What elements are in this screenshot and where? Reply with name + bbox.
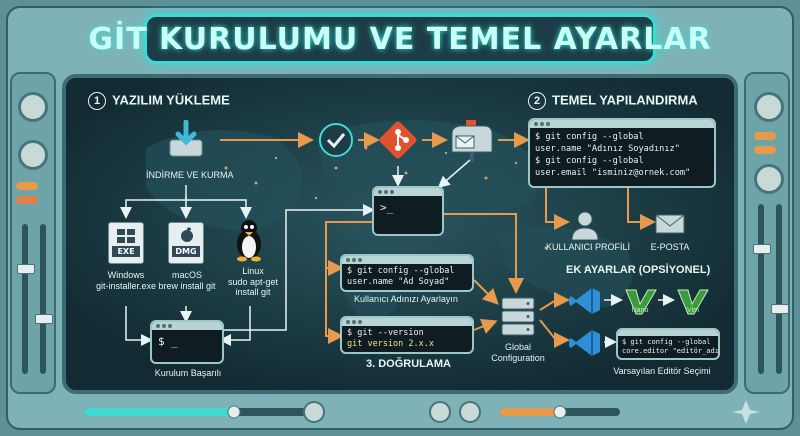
exe-badge: EXE <box>112 246 140 257</box>
right-control-panel <box>744 72 790 394</box>
mailbox-icon <box>451 120 493 162</box>
main-terminal-prompt: >_ <box>380 201 394 214</box>
name-terminal-titlebar <box>342 256 472 264</box>
download-icon <box>169 120 203 157</box>
windows-label: Windows git-installer.exe <box>78 270 174 292</box>
windows-line-2: git-installer.exe <box>95 281 157 291</box>
left-slider-1-thumb[interactable] <box>17 264 35 274</box>
macos-dmg-icon: DMG <box>168 222 204 264</box>
config-line-3: $ git config --global <box>535 156 644 166</box>
left-control-panel <box>10 72 56 394</box>
user-profile-icon <box>571 211 599 240</box>
right-led-2 <box>754 146 776 154</box>
macos-label: macOS brew install git <box>146 270 228 292</box>
config-terminal-titlebar <box>530 120 714 128</box>
editor-terminal-line-1: $ git config --global <box>622 338 711 346</box>
install-terminal-titlebar <box>152 322 222 330</box>
left-slider-1-track <box>22 224 28 374</box>
global-config-line-1: Global <box>504 342 531 352</box>
nano-small-label: Nano <box>631 307 649 314</box>
email-label: E-POSTA <box>650 242 690 252</box>
profile-label: KULLANICI PROFİLİ <box>545 242 631 252</box>
config-line-1: $ git config --global <box>535 132 644 142</box>
right-knob-top[interactable] <box>754 92 784 122</box>
left-led-1 <box>16 182 38 190</box>
linux-penguin-icon <box>237 220 261 262</box>
macos-line-2: brew install git <box>158 281 216 291</box>
install-success-label: Kurulum Başarılı <box>154 368 222 378</box>
section-3-heading: 3. DOĞRULAMA <box>366 358 451 370</box>
right-slider-2-track <box>776 204 782 374</box>
right-slider-1-thumb[interactable] <box>753 244 771 254</box>
editor-terminal: $ git config --global core.editor "editö… <box>616 328 720 360</box>
check-icon <box>319 123 353 157</box>
editor-terminal-line-2: core.editor "editör_adı" <box>622 347 720 355</box>
section-1-label: YAZILIM YÜKLEME <box>112 92 230 108</box>
windows-logo-icon <box>117 229 135 243</box>
linux-line-2: sudo apt-get <box>227 276 279 287</box>
section-2-label: TEMEL YAPILANDIRMA <box>552 92 698 108</box>
page-title: GİT KURULUMU VE TEMEL AYARLAR <box>88 21 712 57</box>
main-terminal-titlebar <box>374 188 442 196</box>
windows-exe-icon: EXE <box>108 222 144 264</box>
version-terminal-line-1: $ git --version <box>347 328 424 338</box>
main-terminal: >_ <box>372 186 444 236</box>
right-slider-1-track <box>758 204 764 374</box>
title-plate: GİT KURULUMU VE TEMEL AYARLAR <box>88 14 711 64</box>
section-2-number: 2 <box>528 92 546 110</box>
left-knob-top[interactable] <box>18 92 48 122</box>
vim-icon <box>677 289 709 315</box>
section-1-number: 1 <box>88 92 106 110</box>
version-terminal: $ git --version git version 2.x.x <box>340 316 474 354</box>
version-terminal-line-2: git version 2.x.x <box>347 339 434 349</box>
left-knob-middle[interactable] <box>18 140 48 170</box>
right-knob-middle[interactable] <box>754 164 784 194</box>
dmg-badge: DMG <box>172 246 200 257</box>
apple-logo-icon <box>181 227 193 242</box>
global-config-label: Global Configuration <box>480 342 556 364</box>
vim-nano-icon <box>625 289 657 315</box>
server-stack-icon <box>501 297 535 336</box>
name-terminal-line-2: user.name "Ad Soyad" <box>347 277 450 287</box>
macos-line-1: macOS <box>171 270 202 280</box>
linux-label: Linux sudo apt-get install git <box>220 266 286 298</box>
editor-choice-label: Varsayılan Editör Seçimi <box>613 366 711 376</box>
extra-settings-heading: EK AYARLAR (OPSİYONEL) <box>566 264 711 276</box>
vscode-icon-bottom <box>569 330 600 356</box>
name-config-terminal: $ git config --global user.name "Ad Soya… <box>340 254 474 292</box>
left-slider-2-thumb[interactable] <box>35 314 53 324</box>
editor-terminal-titlebar <box>618 330 718 336</box>
email-icon <box>655 214 685 234</box>
vscode-icon-top <box>569 288 600 314</box>
linux-line-1: Linux <box>242 266 264 276</box>
section-1-heading: 1 YAZILIM YÜKLEME <box>88 92 230 110</box>
name-terminal-label: Kullanıcı Adınızı Ayarlayın <box>354 294 458 304</box>
left-led-2 <box>16 196 38 204</box>
config-terminal: $ git config --global user.name "Adınız … <box>528 118 716 188</box>
name-terminal-line-1: $ git config --global <box>347 266 455 276</box>
linux-line-3: install git <box>235 287 271 297</box>
config-line-2: user.name "Adınız Soyadınız" <box>535 144 680 154</box>
section-2-heading: 2 TEMEL YAPILANDIRMA <box>528 92 698 110</box>
global-config-line-2: Configuration <box>491 353 545 363</box>
vim-small-label: Vim <box>687 307 699 314</box>
windows-line-1: Windows <box>107 270 145 280</box>
config-line-4: user.email "isminiz@ornek.com" <box>535 168 691 178</box>
install-terminal-prompt: $ _ <box>158 335 178 348</box>
right-slider-2-thumb[interactable] <box>771 304 789 314</box>
git-logo-icon <box>379 121 417 159</box>
bottom-control-bar <box>84 400 760 424</box>
install-success-terminal: $ _ <box>150 320 224 364</box>
left-slider-2-track <box>40 224 46 374</box>
version-terminal-titlebar <box>342 318 472 326</box>
right-led-1 <box>754 132 776 140</box>
download-label: İNDİRME VE KURMA <box>146 170 234 180</box>
